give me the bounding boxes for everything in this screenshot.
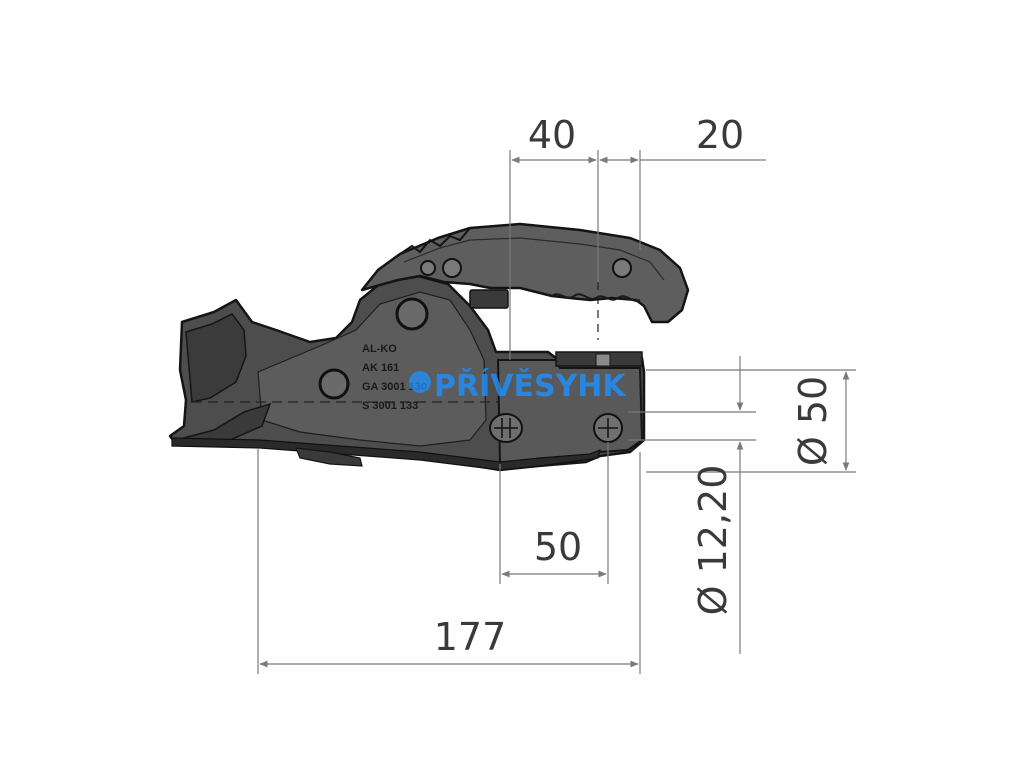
casting-mark-2: AK 161 <box>362 362 399 374</box>
dim-label-d1220: Ø 12,20 <box>691 465 735 616</box>
upper-hole <box>395 297 429 331</box>
coupling-handle <box>360 222 690 324</box>
casting-mark-1: AL-KO <box>362 343 397 355</box>
dimension-labels: 40 20 50 177 Ø 50 Ø 12,20 <box>434 113 835 659</box>
dim-label-50: 50 <box>534 525 582 569</box>
dimension-lines <box>257 150 856 674</box>
casting-mark-4: S 3001 133 <box>362 400 418 412</box>
middle-hole <box>318 368 350 400</box>
casting-highlight <box>257 291 487 447</box>
jaw-top-slot <box>595 353 611 367</box>
dim-label-20: 20 <box>696 113 744 157</box>
lower-bump <box>295 447 363 467</box>
dim-label-177: 177 <box>434 615 507 659</box>
handle-grip-ridges <box>551 293 641 302</box>
watermark: PŘÍVĚSYHK <box>409 368 627 404</box>
watermark-text: PŘÍVĚSYHK <box>434 368 627 404</box>
handle-link <box>469 289 509 309</box>
handle-top-teeth <box>399 227 471 255</box>
dim-label-40: 40 <box>528 113 576 157</box>
dim-label-d50: Ø 50 <box>791 376 835 466</box>
handle-pivot <box>442 258 462 278</box>
handle-inner-edge <box>403 237 665 281</box>
coupling-body <box>168 274 646 472</box>
handle-pivot-left <box>420 260 436 276</box>
rear-rib <box>185 313 247 403</box>
watermark-logo-icon <box>409 371 431 393</box>
handle-rear-rivet <box>612 258 632 278</box>
